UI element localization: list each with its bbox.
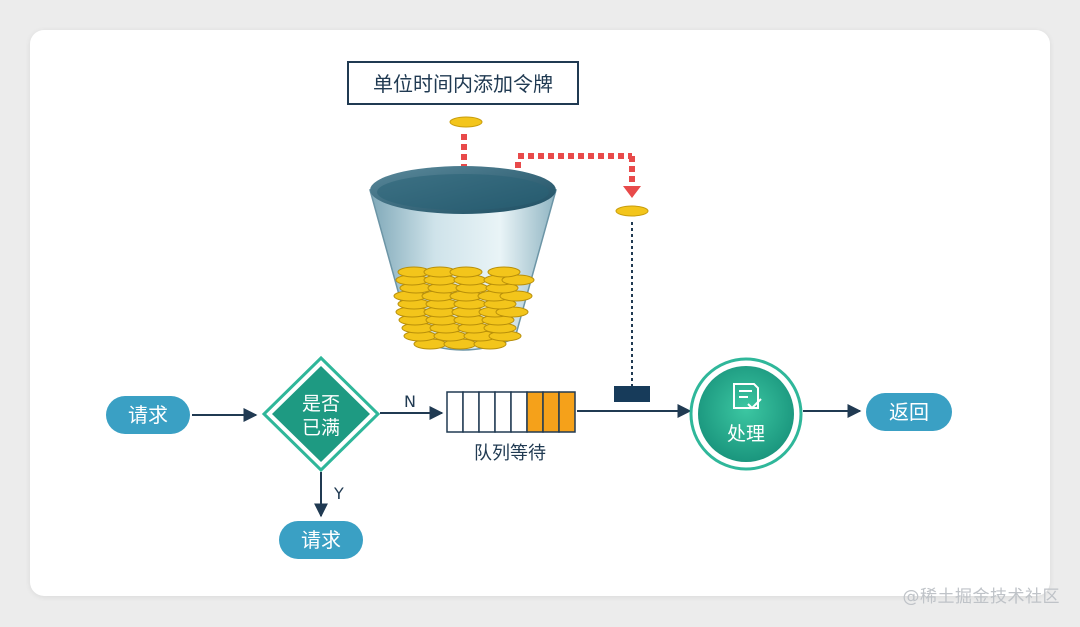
document-check-icon <box>733 383 762 410</box>
falling-coin-icon <box>449 116 483 128</box>
start-request-node: 请求 <box>106 396 190 434</box>
process-label: 处理 <box>727 423 765 445</box>
decision-label-line2: 已满 <box>302 417 340 439</box>
coin-icon <box>449 266 483 278</box>
branch-yes-label: Y <box>333 484 344 503</box>
wait-queue <box>446 391 576 433</box>
start-request-pill <box>106 396 190 434</box>
queue-cell-filled <box>558 391 576 433</box>
queue-cell-filled <box>542 391 560 433</box>
branch-no-label: N <box>404 392 416 411</box>
taken-coin-icon <box>615 205 649 217</box>
bucket-coins <box>393 266 535 350</box>
decision-label-line1: 是否 <box>302 393 340 415</box>
queue-cell-empty <box>446 391 464 433</box>
decision-node: 是否 已满 <box>261 355 381 473</box>
title-box-frame <box>347 61 579 105</box>
reject-request-label: 请求 <box>301 528 341 552</box>
token-gate <box>614 386 650 402</box>
token-bucket <box>369 166 557 351</box>
take-arrow-head <box>623 186 641 198</box>
bucket-rim-inner <box>377 174 549 210</box>
queue-cell-empty <box>494 391 512 433</box>
queue-cell-filled <box>526 391 544 433</box>
return-pill <box>866 393 952 431</box>
decision-diamond-inner <box>272 366 370 462</box>
queue-cell-empty <box>510 391 528 433</box>
coin-icon <box>487 266 521 278</box>
reject-request-node: 请求 <box>279 521 363 559</box>
process-node: 处理 <box>689 357 803 471</box>
title-box-text: 单位时间内添加令牌 <box>373 72 553 96</box>
reject-request-pill <box>279 521 363 559</box>
return-label: 返回 <box>889 400 929 424</box>
diagram-card <box>30 30 1050 596</box>
process-circle-inner <box>698 366 794 462</box>
watermark: @稀土掘金技术社区 <box>902 587 1060 607</box>
queue-cell-empty <box>462 391 480 433</box>
start-request-label: 请求 <box>128 403 168 427</box>
return-node: 返回 <box>866 393 952 431</box>
queue-cell-empty <box>478 391 496 433</box>
title-box: 单位时间内添加令牌 <box>347 61 579 105</box>
queue-label: 队列等待 <box>474 443 546 464</box>
